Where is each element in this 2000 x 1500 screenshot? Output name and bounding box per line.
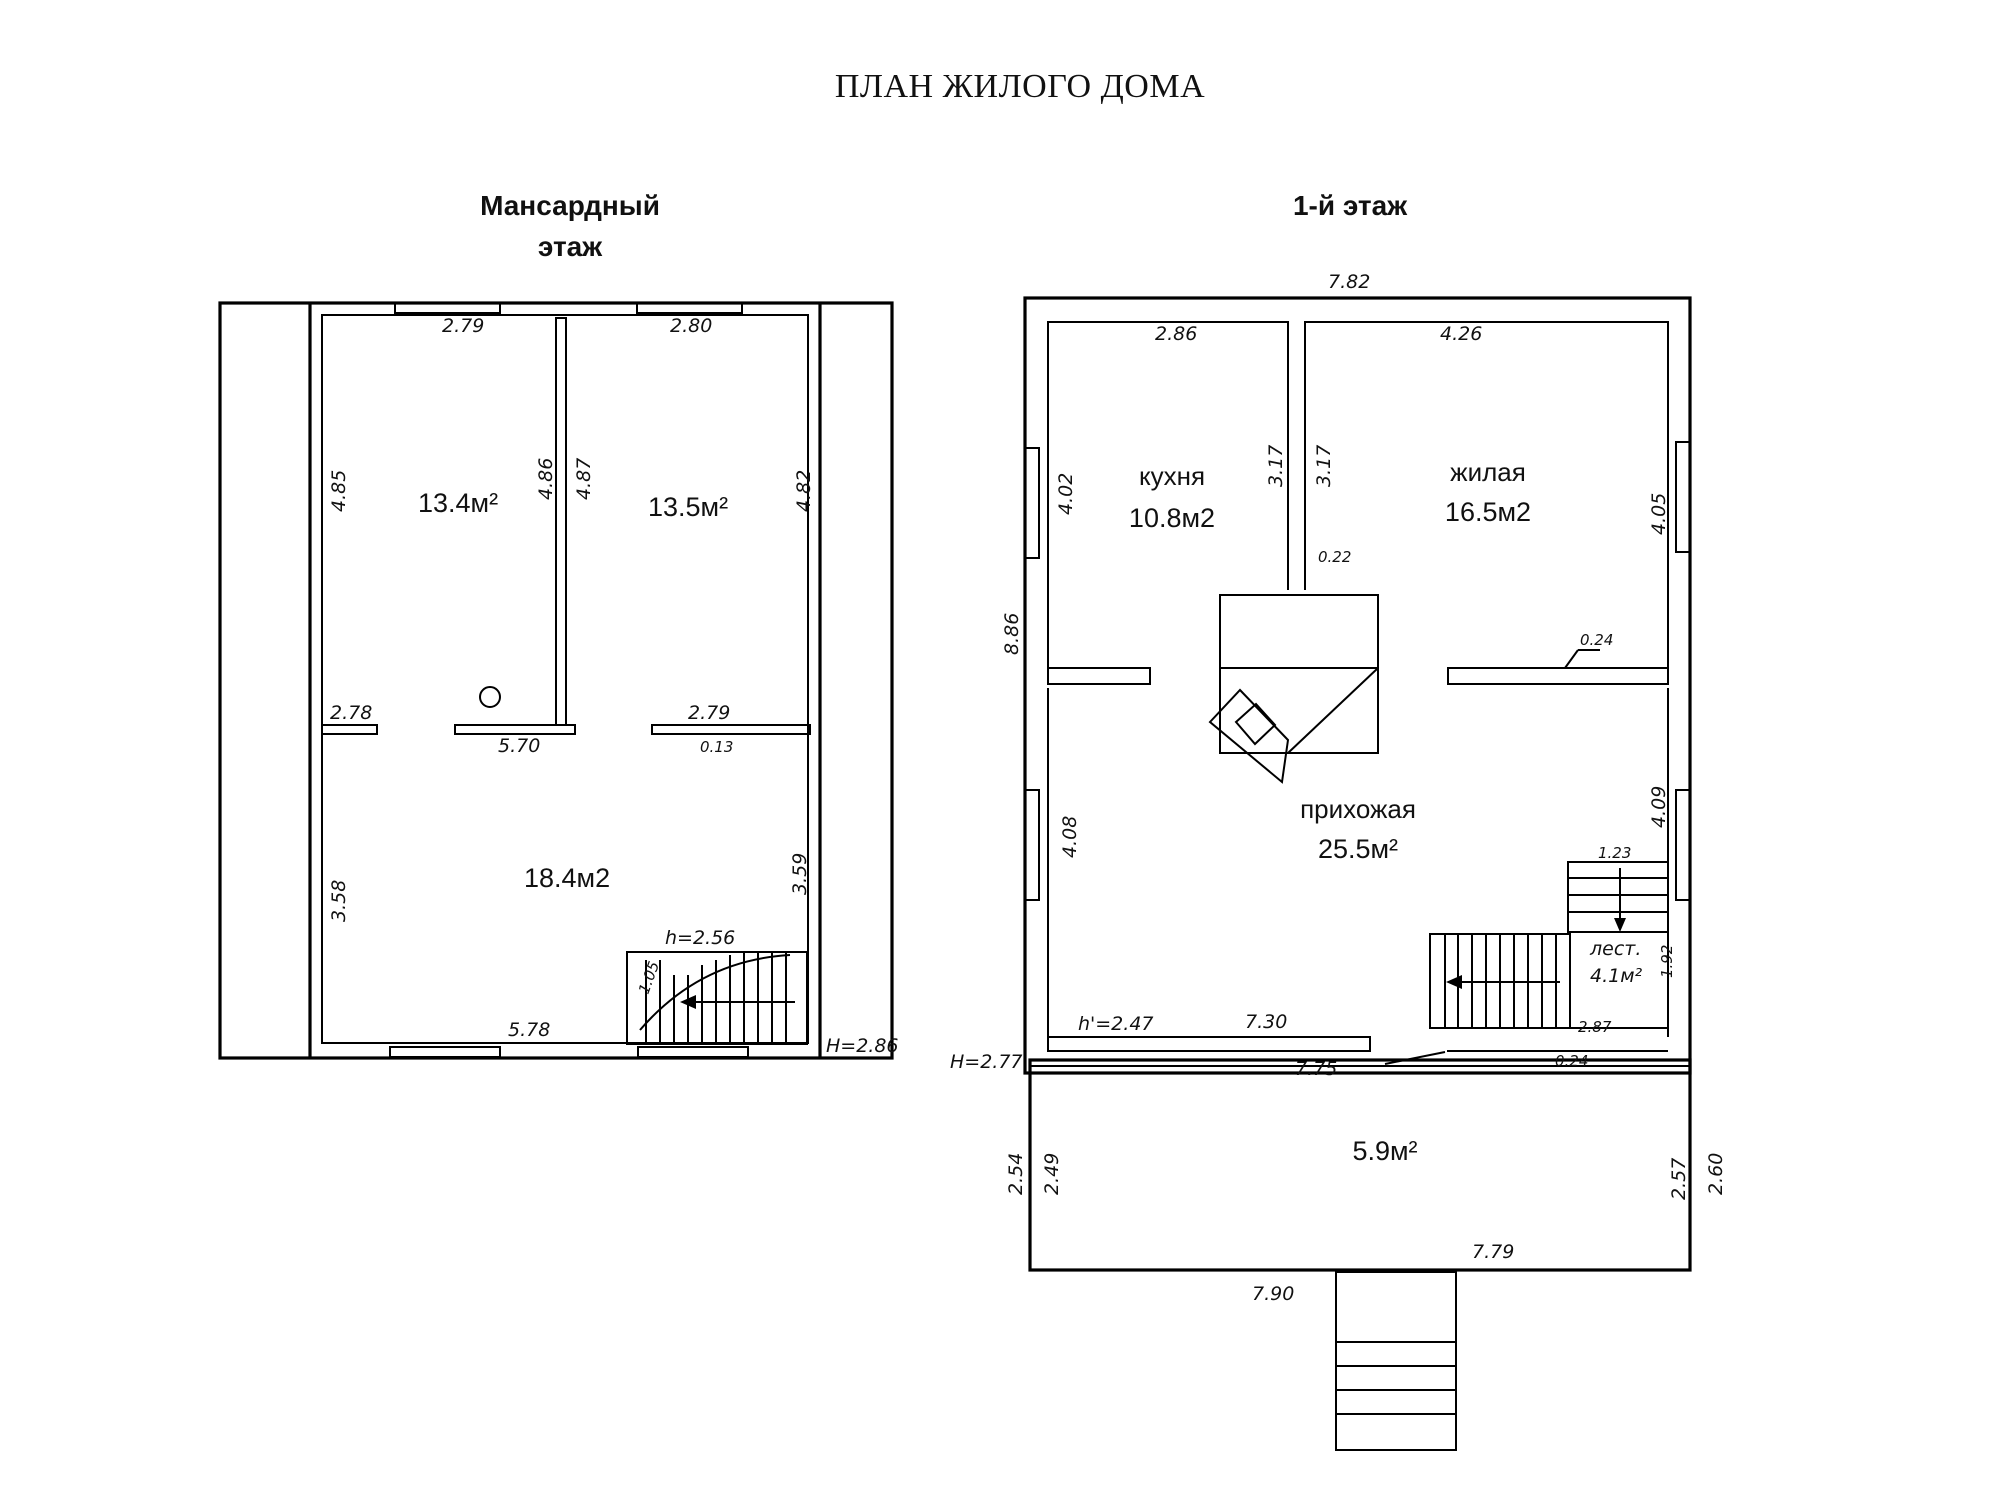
living-dim-leader <box>1564 649 1579 669</box>
ground-dim-living-right: 4.05 <box>1648 493 1670 535</box>
closet-area: 4.1м² <box>1590 965 1643 987</box>
attic-area-3: 18.4м2 <box>524 863 610 893</box>
attic-partition <box>555 317 567 726</box>
attic-dim-partition-left: 4.86 <box>535 458 557 500</box>
kitchen-stub-wall <box>1047 667 1151 685</box>
attic-window-top-2 <box>636 302 743 314</box>
attic-dim-left-upper: 4.85 <box>328 470 350 512</box>
attic-window-top-1 <box>394 302 501 314</box>
ground-dim-veranda-right-outer: 2.60 <box>1705 1153 1727 1195</box>
ground-dim-closet: 2.87 <box>1578 1018 1612 1036</box>
attic-hwall-left <box>321 724 378 735</box>
attic-dim-right-upper: 4.82 <box>793 470 815 512</box>
ground-dim-kitchen-left: 4.02 <box>1055 473 1077 515</box>
ground-window-left-lower <box>1024 789 1040 901</box>
attic-dim-stair-width: 1.05 <box>635 959 663 997</box>
ground-dim-living-left: 3.17 <box>1313 445 1335 487</box>
room-area-hall: 25.5м² <box>1318 834 1398 864</box>
living-stub-wall <box>1447 667 1669 685</box>
ground-window-right-lower <box>1675 789 1691 901</box>
room-area-living: 16.5м2 <box>1445 497 1531 527</box>
attic-dim-bottom: 5.78 <box>508 1019 550 1041</box>
attic-dim-top-right: 2.80 <box>670 315 712 337</box>
room-area-veranda: 5.9м² <box>1352 1136 1417 1166</box>
attic-chimney-circle <box>479 686 501 708</box>
ground-dim-veranda-right-inner: 2.57 <box>1668 1158 1690 1200</box>
attic-dim-left-lower: 3.58 <box>328 880 350 922</box>
hall-bottom-stub <box>1047 1036 1371 1052</box>
ground-dim-kitchen-top: 2.86 <box>1155 323 1197 345</box>
ground-dim-living-top: 4.26 <box>1440 323 1482 345</box>
ground-dim-height-h: h'=2.47 <box>1078 1013 1154 1035</box>
attic-plan: 13.4м² 13.5м² 18.4м2 2.79 2.80 4.85 4.86… <box>218 301 899 1060</box>
ground-window-left-upper <box>1024 447 1040 559</box>
ground-dim-small-3: 0.24 <box>1555 1052 1588 1070</box>
veranda-outer-wall <box>1028 1058 1692 1272</box>
ground-dim-veranda-top: 7.75 <box>1295 1058 1337 1080</box>
ground-dim-veranda-left-inner: 2.49 <box>1041 1153 1063 1195</box>
ground-plan: кухня 10.8м2 жилая 16.5м2 прихожая 25.5м… <box>950 271 1727 1451</box>
ground-outer-wall <box>1023 296 1692 1075</box>
attic-area-2: 13.5м² <box>648 492 728 522</box>
room-name-living: жилая <box>1450 457 1526 487</box>
ground-floor-title: 1-й этаж <box>1292 190 1408 221</box>
room-name-hall: прихожая <box>1300 794 1416 824</box>
room-area-kitchen: 10.8м2 <box>1129 503 1215 533</box>
attic-dim-top-left: 2.79 <box>442 315 484 337</box>
ground-dim-veranda-bottom-outer: 7.90 <box>1252 1283 1294 1305</box>
attic-title-line1: Мансардный <box>480 190 660 221</box>
ground-dim-small-2: 0.24 <box>1580 631 1613 649</box>
ground-dim-hall-left: 4.08 <box>1059 816 1081 858</box>
attic-room-outline <box>321 314 809 1044</box>
ground-dim-top: 7.82 <box>1328 271 1370 293</box>
attic-dim-mid-center: 5.70 <box>498 735 540 757</box>
ground-dim-stair-width: 1.23 <box>1598 844 1631 862</box>
entry-steps <box>1335 1271 1457 1451</box>
attic-staircase <box>626 951 808 1045</box>
page-title: ПЛАН ЖИЛОГО ДОМА <box>834 68 1206 105</box>
attic-window-bottom-2 <box>637 1046 749 1058</box>
ground-dim-kitchen-right: 3.17 <box>1265 445 1287 487</box>
kitchen-walls <box>1047 321 1289 669</box>
ground-stove <box>1208 594 1379 784</box>
attic-dim-small: 0.13 <box>700 738 733 756</box>
ground-dim-small-1: 0.22 <box>1318 548 1351 566</box>
attic-dim-right-lower: 3.59 <box>789 853 811 895</box>
attic-area-1: 13.4м² <box>418 488 498 518</box>
ground-staircase <box>1429 861 1669 1029</box>
room-name-kitchen: кухня <box>1139 461 1205 491</box>
ground-dim-stair-length: 1.92 <box>1658 945 1676 978</box>
attic-dim-total-height: H=2.86 <box>826 1035 899 1057</box>
attic-hwall-right <box>651 724 811 735</box>
ground-window-right-upper <box>1675 441 1691 553</box>
ground-dim-total-height: H=2.77 <box>950 1051 1023 1073</box>
attic-dim-mid-left: 2.78 <box>330 702 372 724</box>
attic-title-line2: этаж <box>537 230 603 262</box>
ground-dim-hall-bottom: 7.30 <box>1245 1011 1287 1033</box>
attic-floor-title: Мансардный этаж <box>420 186 720 267</box>
ground-dim-hall-right: 4.09 <box>1648 786 1670 828</box>
closet-name: лест. <box>1589 938 1641 960</box>
ground-dim-veranda-left-outer: 2.54 <box>1005 1153 1027 1195</box>
attic-outer-wall <box>218 301 894 1060</box>
attic-hwall-center <box>454 724 576 735</box>
living-room-walls <box>1304 321 1669 669</box>
ground-dim-overall-left: 8.86 <box>1001 613 1023 655</box>
ground-dim-veranda-bottom-inner: 7.79 <box>1472 1241 1514 1263</box>
attic-dim-mid-right: 2.79 <box>688 702 730 724</box>
attic-dim-stair-height: h=2.56 <box>665 927 735 949</box>
attic-dim-partition-right: 4.87 <box>573 458 595 500</box>
attic-window-bottom-1 <box>389 1046 501 1058</box>
